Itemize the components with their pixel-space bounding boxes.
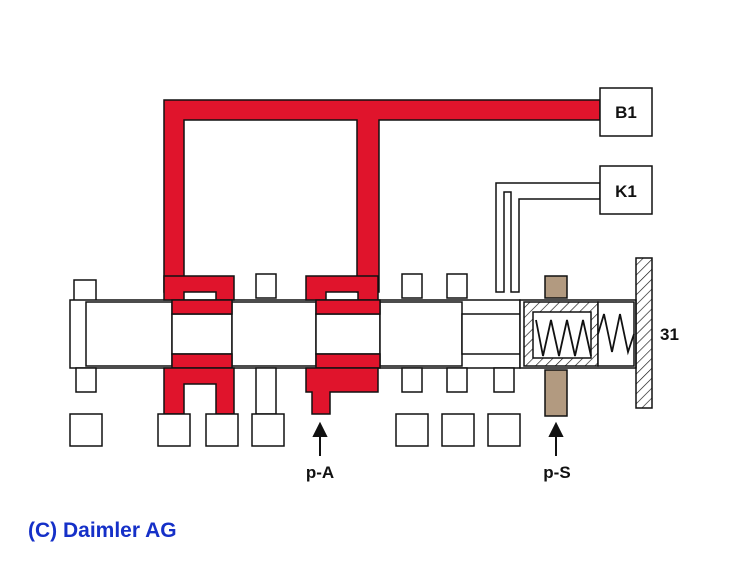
lower-stubs	[75, 367, 515, 415]
red-upper-chambers	[163, 275, 379, 301]
spring-icon	[535, 313, 635, 357]
red-lower-chambers	[163, 367, 379, 415]
red-groove-fill	[171, 299, 381, 369]
valve-spool	[85, 301, 521, 367]
port-pa-label: p-A	[306, 463, 334, 482]
k1-label: K1	[615, 182, 637, 201]
k1-box: K1	[599, 165, 653, 215]
arrow-up-icon	[548, 421, 564, 456]
supply-ports	[544, 275, 568, 417]
b1-label: B1	[615, 103, 637, 122]
b1-box: B1	[599, 87, 653, 137]
label-31: 31	[660, 325, 679, 344]
end-plate	[635, 257, 653, 409]
arrow-up-icon	[312, 421, 328, 456]
upper-ports	[73, 273, 468, 303]
spring-chamber	[519, 299, 637, 369]
lower-port-boxes	[69, 413, 521, 447]
k1-control-line	[495, 182, 601, 293]
copyright-notice: (C) Daimler AG	[28, 519, 177, 542]
port-ps-label: p-S	[543, 463, 570, 482]
